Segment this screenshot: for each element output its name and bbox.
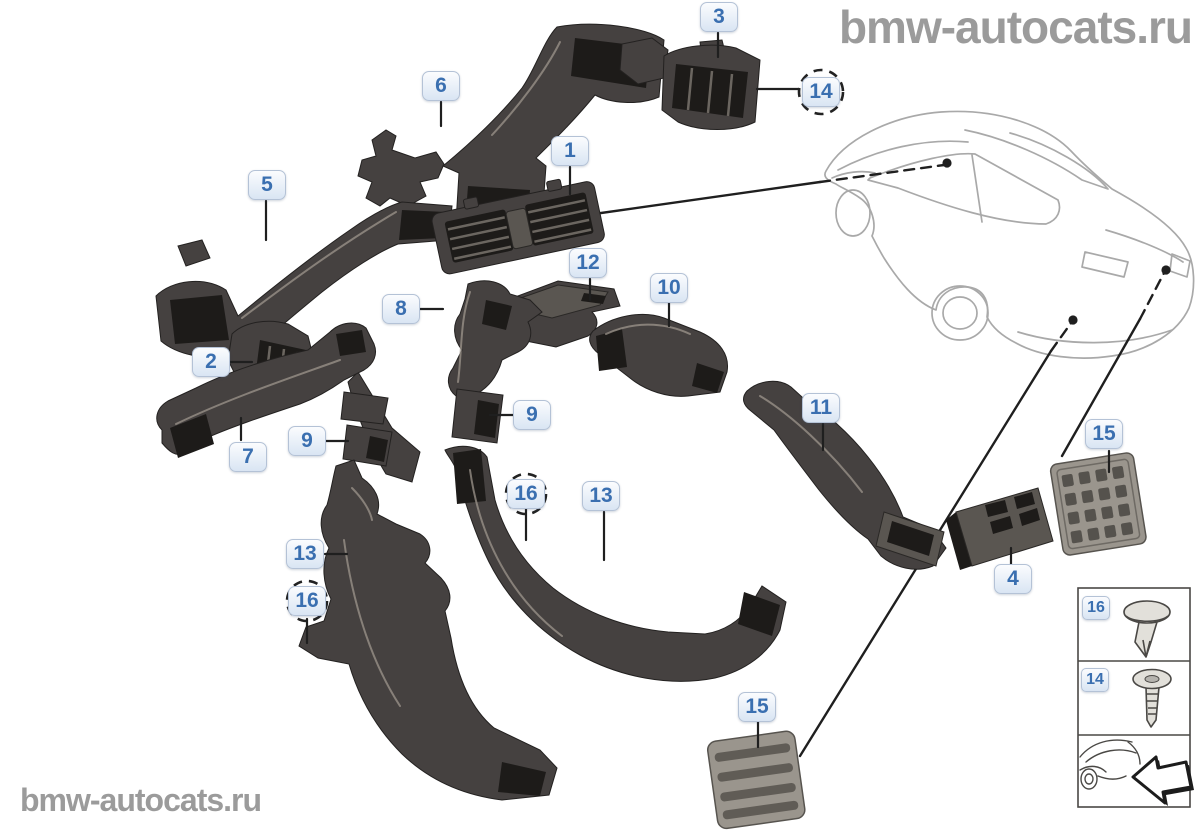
callout-1[interactable]: 1 bbox=[551, 136, 589, 166]
part-11-rear-floor-duct bbox=[743, 380, 947, 570]
part-10-rear-duct bbox=[589, 313, 729, 397]
car-point-dash bbox=[942, 158, 952, 168]
callout-5[interactable]: 5 bbox=[248, 170, 286, 200]
part-4-rear-vent bbox=[946, 487, 1054, 570]
part-13-left-underfloor-duct bbox=[298, 459, 558, 801]
legend-box bbox=[1077, 587, 1194, 808]
dashed-circle-16-mid bbox=[504, 472, 548, 516]
dashed-circle-14 bbox=[797, 68, 845, 116]
callout-7[interactable]: 7 bbox=[229, 442, 267, 472]
callout-9-left[interactable]: 9 bbox=[288, 426, 326, 456]
callout-6[interactable]: 6 bbox=[422, 71, 460, 101]
callout-9-right[interactable]: 9 bbox=[513, 400, 551, 430]
clip-icon bbox=[1123, 600, 1171, 658]
direction-arrow-icon bbox=[1131, 755, 1194, 806]
part-3-side-vent bbox=[619, 37, 761, 130]
callout-16-mid[interactable]: 16 bbox=[507, 479, 545, 509]
watermark-bottom-left: bmw-autocats.ru bbox=[20, 782, 262, 818]
legend-label-14[interactable]: 14 bbox=[1081, 668, 1109, 692]
car-point-bumper bbox=[1068, 315, 1078, 325]
legend-label-16[interactable]: 16 bbox=[1082, 596, 1110, 620]
callout-3[interactable]: 3 bbox=[700, 2, 738, 32]
callout-14[interactable]: 14 bbox=[802, 77, 840, 107]
part-1-center-fresh-air-grille bbox=[431, 178, 605, 275]
car-outline-sketch bbox=[824, 110, 1195, 359]
part-13-right-underfloor-duct bbox=[444, 445, 787, 682]
part-15-bottom-grille bbox=[706, 730, 806, 830]
part-8-column-duct bbox=[448, 280, 543, 397]
legend-car-icon bbox=[1079, 739, 1141, 790]
callout-16-left[interactable]: 16 bbox=[288, 586, 326, 616]
callout-connectors bbox=[228, 31, 1111, 749]
grille-holes bbox=[1061, 465, 1134, 544]
part-5-driver-air-duct bbox=[155, 201, 453, 358]
callout-8[interactable]: 8 bbox=[382, 294, 420, 324]
watermark-top-right: bmw-autocats.ru bbox=[838, 1, 1193, 53]
callout-10[interactable]: 10 bbox=[650, 273, 688, 303]
callout-15-bottom[interactable]: 15 bbox=[738, 692, 776, 722]
callout-12[interactable]: 12 bbox=[569, 248, 607, 278]
callout-13-right[interactable]: 13 bbox=[582, 481, 620, 511]
callout-4[interactable]: 4 bbox=[994, 564, 1032, 594]
screw-icon bbox=[1132, 668, 1172, 728]
car-point-rear bbox=[1161, 265, 1171, 275]
callout-13-left[interactable]: 13 bbox=[286, 539, 324, 569]
part-9-outlet-covers bbox=[340, 388, 504, 467]
callout-2[interactable]: 2 bbox=[192, 347, 230, 377]
callout-11[interactable]: 11 bbox=[802, 393, 840, 423]
part-15-right-grille bbox=[1049, 452, 1147, 556]
dashed-circle-16-left bbox=[285, 579, 329, 623]
callout-15-right[interactable]: 15 bbox=[1085, 419, 1123, 449]
